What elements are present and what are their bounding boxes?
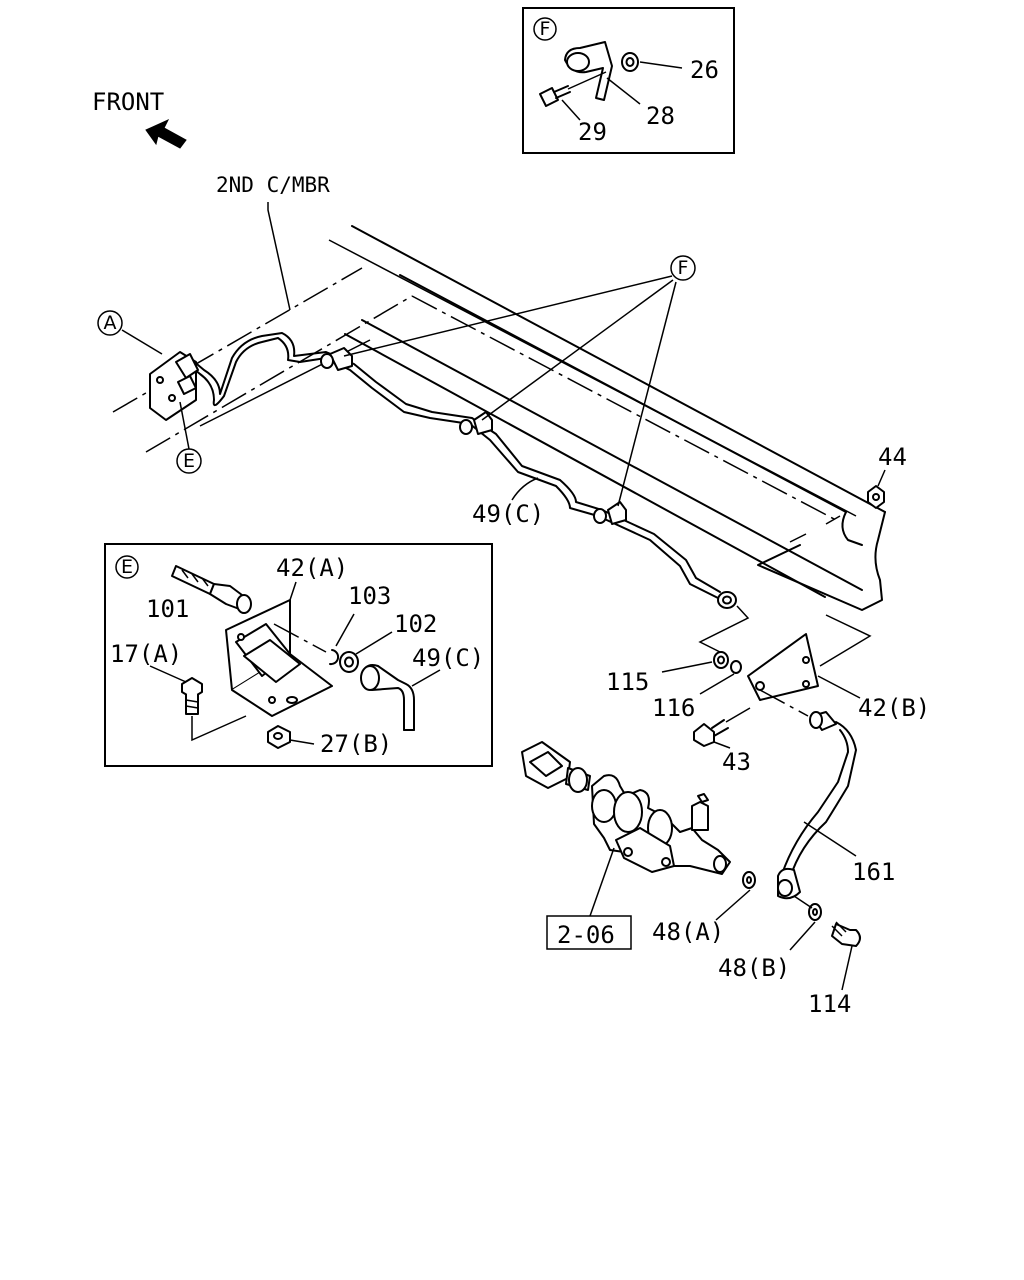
part-label-48b: 48(B) <box>718 954 790 982</box>
part-label-101: 101 <box>146 595 189 623</box>
part-label-103: 103 <box>348 582 391 610</box>
brake-pipe-49c <box>187 332 727 601</box>
part-label-26: 26 <box>690 56 719 84</box>
clutch-master-cylinder <box>521 741 731 875</box>
front-arrow-icon <box>145 118 187 149</box>
nut-26-icon <box>621 52 639 72</box>
part-label-102: 102 <box>394 610 437 638</box>
part-label-42b: 42(B) <box>858 694 930 722</box>
nut-27b-icon <box>267 725 291 749</box>
part-label-17a: 17(A) <box>110 640 182 668</box>
part-label-114: 114 <box>808 990 851 1018</box>
svg-text:2-06: 2-06 <box>557 921 615 949</box>
part-label-115: 115 <box>606 668 649 696</box>
washer-48a-icon <box>742 871 756 889</box>
part-label-49c-main: 49(C) <box>472 500 544 528</box>
part-label-27b: 27(B) <box>320 730 392 758</box>
front-label: FRONT <box>92 88 164 116</box>
svg-text:E: E <box>121 556 133 578</box>
svg-text:F: F <box>540 18 551 40</box>
e-ring-103-icon <box>329 649 340 666</box>
washer-116-icon <box>730 660 742 674</box>
part-label-44: 44 <box>878 443 907 471</box>
svg-text:A: A <box>104 312 117 334</box>
svg-text:F: F <box>678 257 689 279</box>
detail-e-marker: E <box>115 555 139 579</box>
crossmember-label: 2ND C/MBR <box>216 173 330 197</box>
part-label-49c-detail: 49(C) <box>412 644 484 672</box>
frame-rail <box>112 225 886 611</box>
pipe-clip-2 <box>459 411 493 435</box>
part-label-48a: 48(A) <box>652 918 724 946</box>
bolt-43-icon <box>693 719 729 747</box>
clip-28-icon <box>564 41 613 101</box>
pipe-clip-3 <box>593 501 627 525</box>
hose-101-icon <box>171 565 252 614</box>
nut-115-icon <box>713 651 729 669</box>
bolt-29-icon <box>539 85 571 107</box>
bracket-42b-icon <box>747 633 819 701</box>
part-label-42a: 42(A) <box>276 554 348 582</box>
detail-f-box: F 26 28 29 <box>522 7 735 154</box>
crossmember-leader <box>267 202 291 311</box>
view-marker-e: E <box>176 448 202 474</box>
bolt-114-icon <box>831 921 861 947</box>
pipe-end-nut <box>717 591 737 609</box>
part-label-28: 28 <box>646 102 675 130</box>
nut-102-icon <box>339 651 359 673</box>
detail-f-marker: F <box>533 17 557 41</box>
nut-44-icon <box>867 485 885 509</box>
bracket-view-a <box>149 351 199 421</box>
pipe-clip-1 <box>320 347 353 371</box>
reference-box-2-06: 2-06 <box>546 915 632 950</box>
pipe-49c-detail-icon <box>360 664 415 731</box>
bracket-42a-icon <box>225 599 333 717</box>
part-label-29: 29 <box>578 118 607 146</box>
bolt-17a-icon <box>181 677 203 715</box>
part-label-116: 116 <box>652 694 695 722</box>
part-label-43: 43 <box>722 748 751 776</box>
view-marker-a: A <box>97 310 123 336</box>
part-label-161: 161 <box>852 858 895 886</box>
view-marker-f: F <box>670 255 696 281</box>
flex-hose-161 <box>777 711 857 900</box>
detail-e-box: E <box>104 543 493 767</box>
svg-text:E: E <box>183 450 195 472</box>
